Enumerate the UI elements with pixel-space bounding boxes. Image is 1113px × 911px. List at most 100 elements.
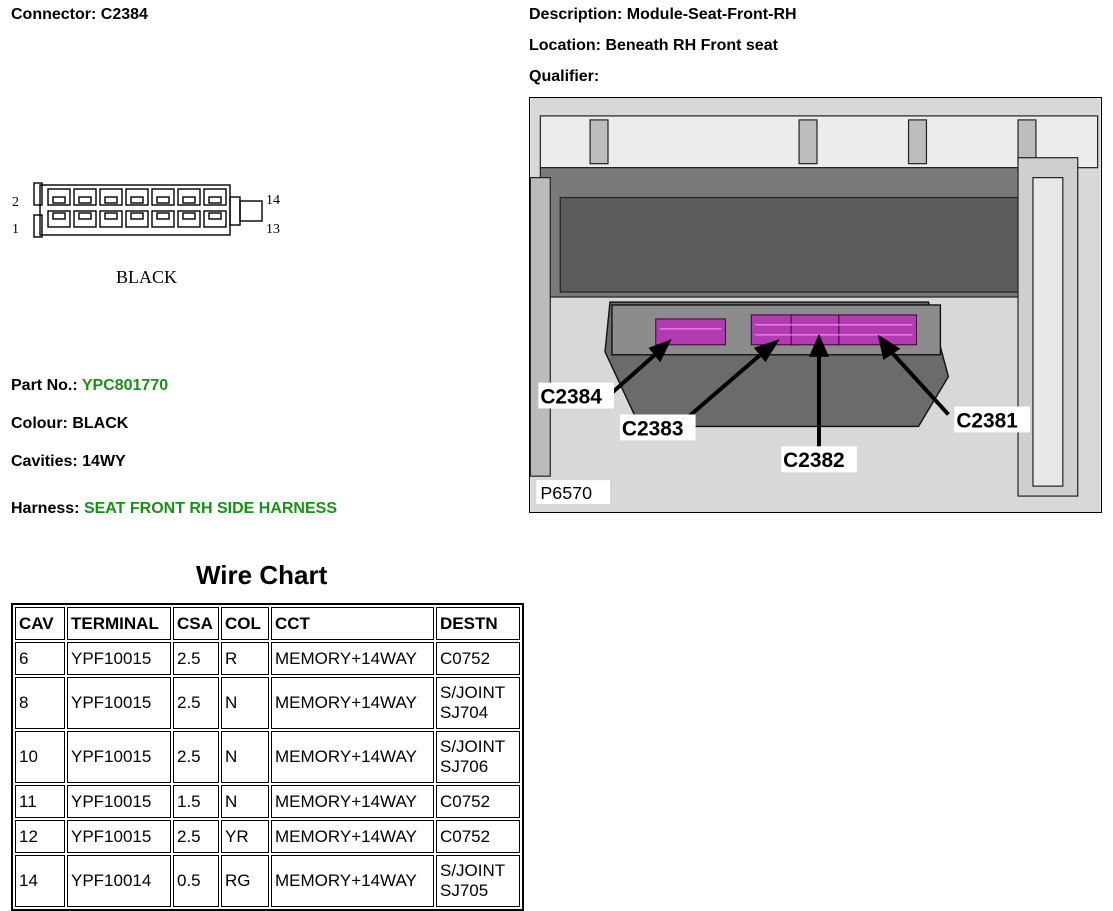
connector-face-diagram: 2 1 14 13 BLACK (12, 182, 280, 287)
cell-cct: MEMORY+14WAY (271, 820, 434, 853)
callout-c2381: C2381 (956, 409, 1018, 432)
colour-field: Colour: BLACK (11, 415, 128, 433)
destn-line: SJ706 (440, 757, 489, 776)
cell-cav: 14 (15, 855, 65, 907)
destn-line: C0752 (440, 791, 491, 811)
cavity-terminal (208, 196, 222, 204)
destn-line: C0752 (440, 826, 491, 846)
pin-label-14: 14 (266, 193, 280, 208)
cavities-field: Cavities: 14WY (11, 453, 126, 471)
cavity-outline (47, 210, 71, 228)
destn-line: S/JOINT (440, 861, 506, 880)
cell-cav: 12 (15, 820, 65, 853)
callout-c2382: C2382 (783, 449, 845, 472)
cavity-outline (47, 188, 71, 206)
connector-label: Connector: (11, 6, 97, 23)
cell-col: N (221, 731, 269, 783)
cavity-outline (203, 188, 227, 206)
table-header-row: CAV TERMINAL CSA COL CCT DESTN (15, 607, 520, 640)
cell-terminal: YPF10015 (67, 785, 171, 818)
cell-col: YR (221, 820, 269, 853)
col-header-cav: CAV (15, 607, 65, 640)
diagram-color-label: BLACK (116, 267, 177, 287)
cell-csa: 1.5 (173, 785, 219, 818)
cell-terminal: YPF10015 (67, 642, 171, 675)
qualifier-field: Qualifier: (529, 68, 599, 86)
colour-value: BLACK (72, 415, 129, 432)
cavity-terminal (182, 212, 196, 220)
photo-ref: P6570 (540, 483, 592, 503)
cell-col: R (221, 642, 269, 675)
harness-link[interactable]: SEAT FRONT RH SIDE HARNESS (83, 500, 337, 517)
cavity-terminal (130, 212, 144, 220)
callout-c2384: C2384 (540, 386, 602, 409)
cavity-grid (47, 188, 227, 228)
col-header-col: COL (221, 607, 269, 640)
cavity-terminal (156, 212, 170, 220)
cavity-outline (73, 210, 97, 228)
cell-csa: 2.5 (173, 642, 219, 675)
cavities-label: Cavities: (11, 453, 78, 470)
col-header-terminal: TERMINAL (67, 607, 171, 640)
cell-csa: 2.5 (173, 731, 219, 783)
destn-line: SJ705 (440, 881, 489, 900)
description-field: Description: Module-Seat-Front-RH (529, 6, 797, 24)
cell-csa: 0.5 (173, 855, 219, 907)
description-label: Description: (529, 6, 623, 23)
part-number-link[interactable]: YPC801770 (81, 377, 169, 394)
description-value: Module-Seat-Front-RH (626, 6, 797, 23)
harness-field: Harness: SEAT FRONT RH SIDE HARNESS (11, 500, 337, 518)
harness-label: Harness: (11, 500, 80, 517)
pin-label-2: 2 (12, 195, 19, 210)
cavity-outline (203, 210, 227, 228)
cell-col: RG (221, 855, 269, 907)
cell-terminal: YPF10014 (67, 855, 171, 907)
cavity-outline (73, 188, 97, 206)
cell-cct: MEMORY+14WAY (271, 785, 434, 818)
qualifier-label: Qualifier: (529, 68, 600, 85)
cell-terminal: YPF10015 (67, 731, 171, 783)
cell-csa: 2.5 (173, 820, 219, 853)
cell-cct: MEMORY+14WAY (271, 731, 434, 783)
cavity-terminal (52, 196, 66, 204)
cavity-terminal (78, 196, 92, 204)
cell-cav: 6 (15, 642, 65, 675)
cavities-value: 14WY (82, 453, 126, 470)
colour-label: Colour: (11, 415, 68, 432)
location-value: Beneath RH Front seat (605, 37, 778, 54)
cell-cav: 8 (15, 677, 65, 729)
cavity-outline (177, 210, 201, 228)
location-label: Location: (529, 37, 601, 54)
cavity-terminal (104, 196, 118, 204)
cell-destn: C0752 (436, 785, 520, 818)
destn-line: S/JOINT (440, 683, 506, 702)
cavity-terminal (182, 196, 196, 204)
cavity-terminal (208, 212, 222, 220)
cell-csa: 2.5 (173, 677, 219, 729)
cell-cct: MEMORY+14WAY (271, 855, 434, 907)
cavity-outline (177, 188, 201, 206)
cell-destn: C0752 (436, 642, 520, 675)
cell-cav: 10 (15, 731, 65, 783)
destn-line: SJ704 (440, 703, 489, 722)
cell-col: N (221, 785, 269, 818)
cell-col: N (221, 677, 269, 729)
destn-line: S/JOINT (440, 737, 506, 756)
pin-label-13: 13 (266, 222, 280, 237)
cavity-outline (125, 210, 149, 228)
pin-label-1: 1 (12, 222, 19, 237)
cavity-terminal (78, 212, 92, 220)
cell-cct: MEMORY+14WAY (271, 642, 434, 675)
cell-destn: C0752 (436, 820, 520, 853)
cell-terminal: YPF10015 (67, 820, 171, 853)
